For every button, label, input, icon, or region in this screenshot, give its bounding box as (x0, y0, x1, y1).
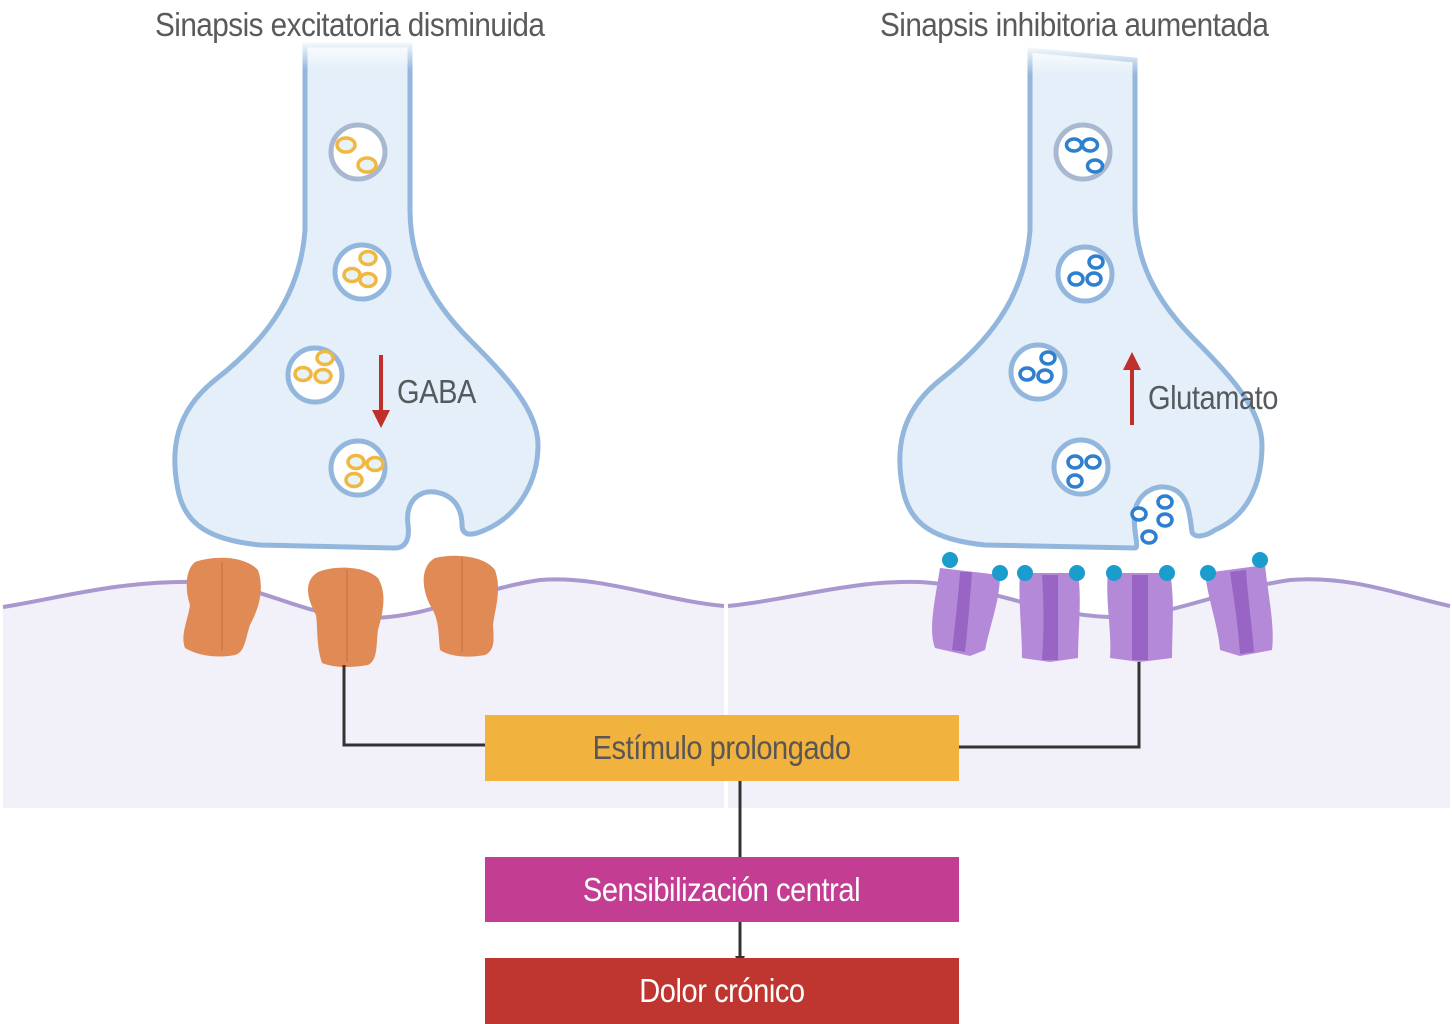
vesicle-left-1 (328, 122, 388, 182)
connector-right-to-stimulus (948, 662, 1141, 752)
gaba-label: GABA (397, 373, 476, 410)
step-label: Dolor crónico (639, 972, 805, 1009)
receptor-right-4 (1200, 552, 1273, 656)
step-label: Estímulo prolongado (592, 729, 852, 766)
receptor-right-2 (1017, 565, 1085, 662)
vesicle-left-4 (328, 438, 388, 498)
vesicle-right-3 (1008, 342, 1068, 402)
vesicle-right-2 (1055, 244, 1115, 304)
glutamate-label: Glutamato (1148, 379, 1279, 416)
vesicle-left-3 (285, 345, 345, 405)
receptor-left-2 (307, 567, 384, 668)
receptor-right-3 (1106, 565, 1175, 662)
vesicle-left-2 (332, 242, 392, 302)
step-central-sensitization: Sensibilización central (485, 857, 959, 922)
vesicle-right-4 (1051, 437, 1111, 497)
receptor-left-3 (423, 555, 499, 657)
step-chronic-pain: Dolor crónico (485, 958, 959, 1024)
released-glutamate (1130, 494, 1174, 545)
step-label: Sensibilización central (583, 870, 861, 908)
receptor-left-1 (183, 557, 261, 657)
title-excitatory-synapse: Sinapsis excitatoria disminuida (155, 6, 545, 43)
title-inhibitory-synapse: Sinapsis inhibitoria aumentada (880, 6, 1269, 43)
decrease-arrow-icon (372, 355, 390, 428)
vesicle-right-1 (1053, 122, 1113, 182)
receptor-right-1 (932, 552, 1008, 656)
increase-arrow-icon (1123, 352, 1141, 425)
connector-left-to-stimulus (342, 665, 497, 750)
step-prolonged-stimulus: Estímulo prolongado (485, 715, 959, 781)
